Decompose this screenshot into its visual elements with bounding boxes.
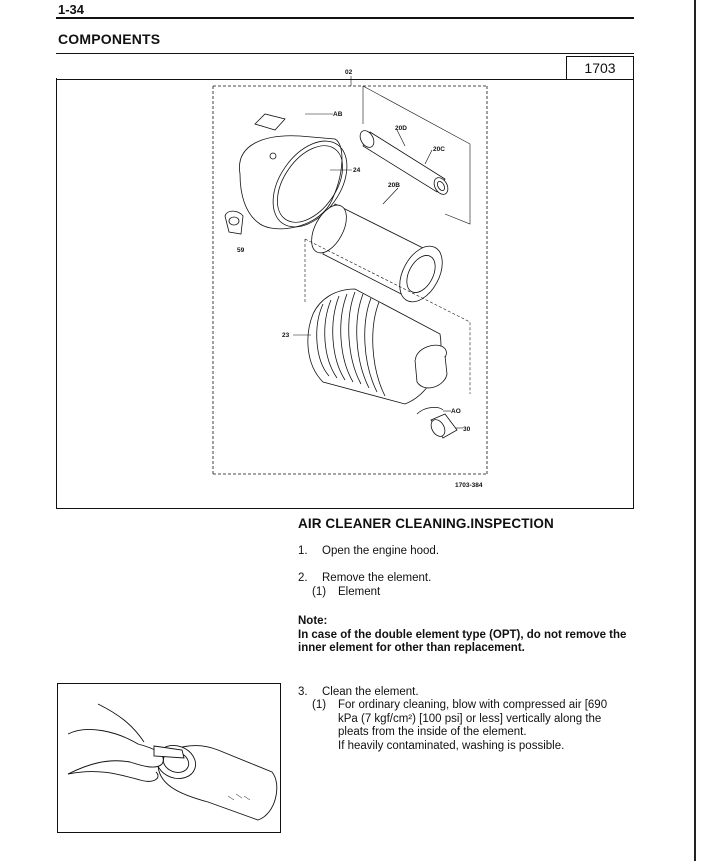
step-3-line-3: pleats from the inside of the element. <box>338 726 527 738</box>
page-number: 1-34 <box>58 2 85 17</box>
callout-AB: AB <box>333 111 343 118</box>
step-2-substep-1: (1) Element <box>312 586 638 600</box>
air-cleaner-body <box>307 288 448 405</box>
step-1-number: 1. <box>298 544 308 557</box>
procedure-section: AIR CLEANER CLEANING.INSPECTION 1. Open t… <box>298 517 638 753</box>
step-2-number: 2. <box>298 572 308 584</box>
figure-top-line <box>56 79 566 80</box>
header-rule <box>56 17 634 19</box>
step-2: 2. Remove the element. <box>298 572 638 586</box>
step-1-text: Open the engine hood. <box>322 544 440 557</box>
callout-02: 02 <box>345 69 353 76</box>
callout-23: 23 <box>282 332 290 339</box>
step-3-line-2: kPa (7 kgf/cm²) [100 psi] or less] verti… <box>338 712 602 725</box>
air-cleaner-exploded-diagram: 02 AB 24 59 20D 20C 20B <box>212 69 488 489</box>
step-3-line-1: For ordinary cleaning, blow with compres… <box>338 699 608 711</box>
section-divider <box>56 53 634 54</box>
step-3-substep-1: (1) For ordinary cleaning, blow with comp… <box>312 699 638 713</box>
callout-30: 30 <box>463 426 471 433</box>
step-1: 1. Open the engine hood. <box>298 545 638 559</box>
note-line-2: inner element for other than replacement… <box>298 642 525 654</box>
inner-element <box>359 130 449 195</box>
callout-AO: AO <box>451 408 461 415</box>
section-title: COMPONENTS <box>58 31 161 47</box>
callout-20B: 20B <box>388 182 400 189</box>
step-3-line-4: If heavily contaminated, washing is poss… <box>338 739 565 752</box>
note-line-1: In case of the double element type (OPT)… <box>298 628 627 641</box>
step-2-text: Remove the element. <box>322 572 432 584</box>
step-2-sub-text: Element <box>338 585 381 598</box>
step-3-number: 3. <box>298 685 308 698</box>
step-3-text: Clean the element. <box>322 685 419 698</box>
cleaning-illustration <box>57 683 281 833</box>
vacuator-valve <box>416 406 458 439</box>
air-cleaner-cap <box>239 113 348 230</box>
step-2-sub-number: (1) <box>312 585 327 598</box>
step-3-sub-number: (1) <box>312 699 327 711</box>
components-figure-frame <box>56 78 634 509</box>
note-label: Note: <box>298 615 328 627</box>
figure-number: 1703 <box>566 56 634 80</box>
outer-element <box>311 203 443 303</box>
page-edge <box>694 0 696 861</box>
callout-20D: 20D <box>395 125 407 132</box>
procedure-title: AIR CLEANER CLEANING.INSPECTION <box>298 516 554 531</box>
step-3: 3. Clean the element. <box>298 686 638 700</box>
clip-part <box>224 210 244 235</box>
hand-holding-element-illustration <box>67 703 278 821</box>
callout-20C: 20C <box>433 146 445 153</box>
callout-24: 24 <box>353 167 361 174</box>
figure-caption-code: 1703-384 <box>455 482 483 489</box>
callout-59: 59 <box>237 247 245 254</box>
